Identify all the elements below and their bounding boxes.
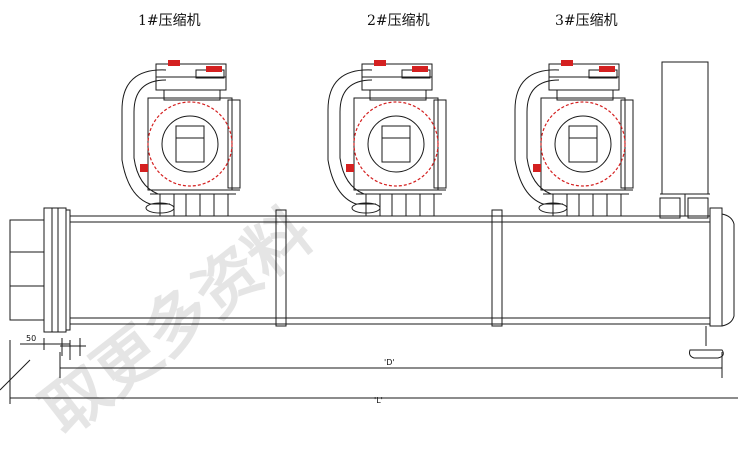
compressor-2-label: 2#压缩机: [367, 13, 430, 29]
control-box: [661, 61, 709, 195]
compressor-2: [327, 60, 447, 217]
right-foot: [689, 349, 724, 359]
left-flange: [43, 207, 53, 333]
compressor-1: [121, 60, 241, 217]
support-ring-2: [491, 209, 503, 327]
dim-l-label: 'L': [374, 396, 383, 405]
left-foot: [60, 338, 86, 360]
right-flange: [709, 207, 723, 327]
dim-d-label: 'D': [384, 358, 395, 367]
compressor-3-label: 3#压缩机: [555, 13, 618, 29]
chiller-elevation-svg: [0, 60, 738, 404]
chiller-drawing: 1#压缩机 2#压缩机 3#压缩机 50 'D' 'L' 取更多资料: [0, 13, 738, 450]
support-ring-1: [275, 209, 287, 327]
compressor-1-label: 1#压缩机: [138, 13, 201, 29]
left-water-box: [9, 219, 45, 321]
dim-offset-label: 50: [26, 334, 37, 343]
compressor-3: [514, 60, 634, 217]
